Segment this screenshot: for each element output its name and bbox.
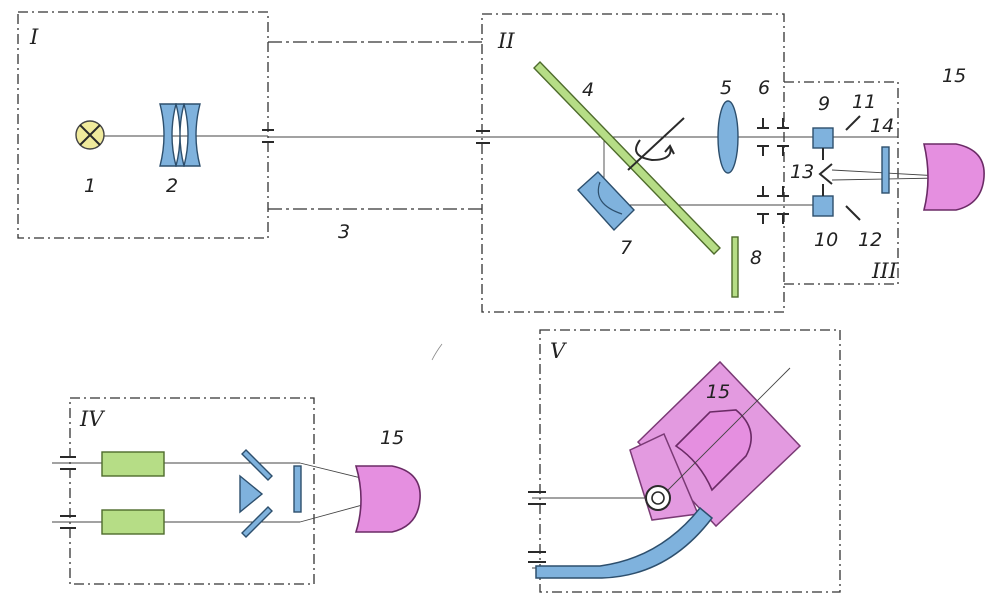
element-10	[812, 184, 834, 217]
element-9	[812, 127, 834, 160]
label-15-V: 15	[706, 381, 730, 403]
block-IV: IV	[52, 397, 411, 585]
label-2: 2	[166, 175, 178, 197]
block-III-frame	[784, 81, 899, 285]
label-15-III: 15	[942, 65, 966, 87]
block-V-label: V	[550, 339, 567, 363]
label-3: 3	[338, 221, 350, 243]
block-IV-element-upper	[101, 451, 165, 477]
slit-II	[476, 130, 490, 144]
block-III-label: III	[871, 259, 898, 283]
eye-15-V	[674, 409, 752, 492]
lens-5	[717, 100, 739, 174]
block-III: III 9 10 11 12 13 14	[784, 81, 941, 285]
block-IV-label: IV	[79, 407, 105, 431]
block-I-label: I	[29, 25, 39, 49]
block-V-frame	[539, 329, 841, 593]
label-13: 13	[790, 161, 814, 183]
label-1: 1	[84, 175, 96, 197]
block-IV-element-lower	[101, 509, 165, 535]
label-10: 10	[814, 229, 838, 251]
roof-mirror-13	[818, 163, 833, 185]
connection-3: 3	[268, 41, 482, 243]
block-V: V 15	[528, 329, 841, 593]
rotation-arrow-icon	[627, 117, 685, 171]
block-II-label: II	[497, 29, 515, 53]
label-7: 7	[620, 237, 632, 259]
eye-15-IV	[354, 465, 421, 533]
slit-I	[262, 129, 274, 143]
filter-14	[881, 146, 890, 194]
slit-V	[528, 491, 546, 563]
mirror-12	[845, 205, 861, 221]
plate-8	[731, 236, 739, 298]
eye-15-III	[922, 143, 985, 211]
prism-IV	[239, 474, 264, 514]
mirror-IV-upper	[241, 449, 273, 481]
label-15-IV: 15	[380, 427, 404, 449]
label-5: 5	[720, 77, 732, 99]
label-14: 14	[870, 115, 894, 137]
block-II: II 4 5	[476, 13, 898, 313]
label-4: 4	[582, 79, 594, 101]
light-guide-V	[535, 506, 714, 579]
mirror-11	[845, 115, 861, 131]
condenser-lens-2	[159, 103, 201, 167]
aperture-stops-6	[757, 118, 789, 224]
stray-mark	[431, 343, 443, 361]
mirror-IV-lower	[241, 506, 273, 538]
prism-7	[577, 171, 635, 232]
label-8: 8	[750, 247, 762, 269]
label-9: 9	[818, 93, 830, 115]
ring-V	[645, 485, 671, 511]
label-12: 12	[858, 229, 882, 251]
lamp-1	[75, 120, 105, 150]
label-11: 11	[852, 91, 876, 113]
rotating-plate-4	[533, 61, 721, 255]
axis-V-upper	[659, 367, 791, 499]
block-I: I 1 2	[17, 11, 274, 239]
slit-IV	[60, 456, 76, 529]
filter-IV	[293, 465, 302, 513]
block-IV-frame	[69, 397, 315, 585]
label-6: 6	[758, 77, 770, 99]
block-I-frame	[17, 11, 269, 239]
